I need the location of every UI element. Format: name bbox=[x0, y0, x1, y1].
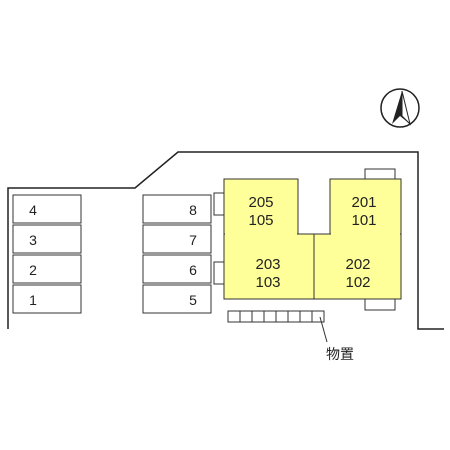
parking-right: 8 7 6 5 bbox=[142, 194, 212, 314]
storage-leader-line bbox=[319, 316, 328, 343]
parking-space-label: 2 bbox=[29, 262, 37, 278]
parking-space-label: 8 bbox=[189, 202, 197, 218]
parking-space-label: 7 bbox=[189, 232, 197, 248]
building: 205 105 201 101 203 103 202 102 bbox=[223, 178, 402, 300]
parking-space-label: 3 bbox=[29, 232, 37, 248]
unit-lower-number: 105 bbox=[248, 212, 273, 229]
storage: 物置 bbox=[227, 310, 354, 362]
unit-upper-number: 205 bbox=[248, 194, 273, 211]
unit-lower-number: 101 bbox=[351, 212, 376, 229]
entry-tabs bbox=[213, 192, 225, 285]
unit-202-102 bbox=[313, 233, 402, 300]
parking-space-label: 4 bbox=[29, 202, 37, 218]
unit-upper-number: 201 bbox=[351, 194, 376, 211]
unit-upper-number: 202 bbox=[345, 256, 370, 273]
parking-space-label: 1 bbox=[29, 292, 37, 308]
parking-space-label: 6 bbox=[189, 262, 197, 278]
unit-lower-number: 103 bbox=[255, 274, 280, 291]
unit-upper-number: 203 bbox=[255, 256, 280, 273]
unit-lower-number: 102 bbox=[345, 274, 370, 291]
parking-space-label: 5 bbox=[189, 292, 197, 308]
north-arrow-icon bbox=[380, 88, 420, 128]
storage-label: 物置 bbox=[326, 346, 354, 362]
parking-left: 4 3 2 1 bbox=[12, 194, 82, 314]
site-boundary bbox=[7, 151, 444, 330]
